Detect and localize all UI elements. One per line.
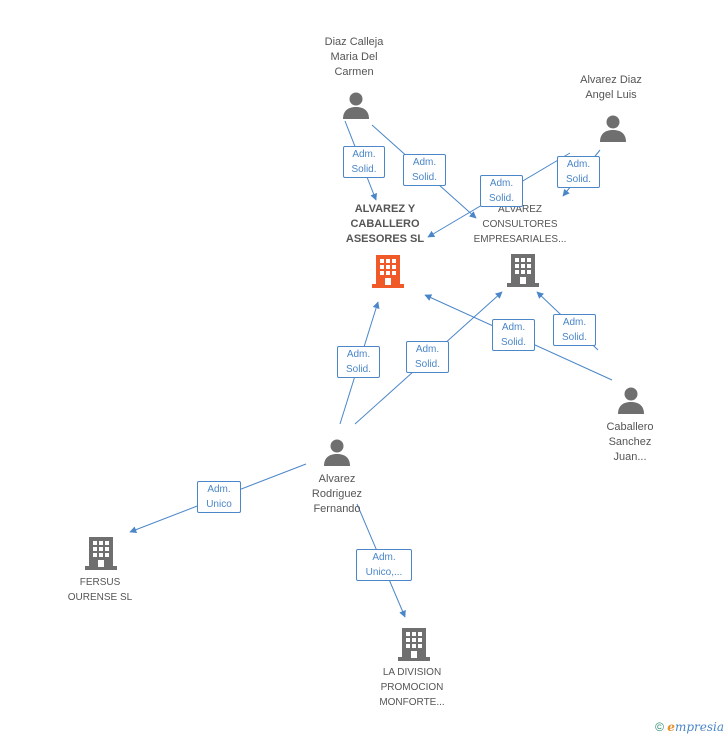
company-name-line: ALVAREZ Y	[354, 203, 416, 215]
edge-label-line: Adm.	[501, 322, 526, 333]
edge-label[interactable]: Adm. Solid.	[337, 346, 380, 378]
edge-label-line: Adm.	[207, 484, 231, 495]
person-name-line: Caballero	[606, 421, 654, 433]
edge-label[interactable]: Adm. Unico	[197, 481, 241, 513]
company-label-alvarez-consultores[interactable]: ALVAREZ CONSULTORES EMPRESARIALES...	[465, 202, 575, 247]
person-name-line: Alvarez Diaz	[580, 74, 642, 86]
focus-company-label[interactable]: ALVAREZ Y CABALLERO ASESORES SL	[330, 202, 440, 247]
person-label-alvarez-diaz[interactable]: Alvarez Diaz Angel Luis	[560, 73, 662, 103]
edge-label-line: Solid.	[488, 193, 514, 204]
edge-label-line: Solid.	[411, 172, 437, 183]
person-icon[interactable]	[598, 113, 628, 143]
company-name-line: ASESORES SL	[345, 233, 425, 245]
brand-name: mpresia	[674, 720, 724, 734]
company-name-line: FERSUS	[79, 577, 121, 588]
edge-label[interactable]: Adm. Solid.	[343, 146, 385, 178]
person-label-alvarez-rodriguez[interactable]: Alvarez Rodriguez Fernando	[292, 472, 382, 517]
company-name-line: PROMOCION	[380, 682, 444, 693]
edge-label-line: Adm.	[566, 159, 591, 170]
person-name-line: Angel Luis	[585, 89, 637, 101]
building-icon[interactable]	[398, 626, 430, 662]
company-name-line: OURENSE SL	[67, 592, 133, 603]
edge-label[interactable]: Adm. Solid.	[403, 154, 446, 186]
building-icon[interactable]	[507, 252, 539, 288]
edge-label[interactable]: Adm. Unico,...	[356, 549, 412, 581]
person-name-line: Sanchez	[608, 436, 652, 448]
building-icon[interactable]	[85, 535, 117, 571]
person-icon[interactable]	[616, 385, 646, 415]
edge-label-line: Unico,...	[365, 567, 403, 578]
company-name-line: CONSULTORES	[482, 219, 558, 230]
person-label-caballero-sanchez[interactable]: Caballero Sanchez Juan...	[585, 420, 675, 465]
edge-label-line: Solid.	[351, 164, 377, 175]
edge-label-line: Solid.	[500, 337, 526, 348]
person-name-line: Juan...	[613, 451, 647, 463]
company-name-line: ALVAREZ	[497, 204, 543, 215]
edge-label[interactable]: Adm. Solid.	[480, 175, 523, 207]
edge-label[interactable]: Adm. Solid.	[492, 319, 535, 351]
person-name-line: Carmen	[334, 66, 374, 78]
edge-label-line: Adm.	[412, 157, 437, 168]
edge-label-line: Adm.	[562, 317, 587, 328]
edge-label-line: Solid.	[345, 364, 371, 375]
brand-logo[interactable]: empresia	[667, 720, 724, 734]
building-icon-focus[interactable]	[372, 253, 404, 289]
person-icon[interactable]	[341, 90, 371, 120]
edge-label-line: Solid.	[565, 174, 591, 185]
edge-label[interactable]: Adm. Solid.	[553, 314, 596, 346]
person-name-line: Alvarez	[318, 473, 356, 485]
edge-label[interactable]: Adm. Solid.	[557, 156, 600, 188]
edge-label-line: Solid.	[561, 332, 587, 343]
person-label-diaz-calleja[interactable]: Diaz Calleja Maria Del Carmen	[300, 35, 408, 80]
edge-label-line: Adm.	[346, 349, 371, 360]
brand-initial: e	[667, 720, 675, 734]
edge-label-line: Adm.	[415, 344, 440, 355]
edge-label-line: Adm.	[489, 178, 514, 189]
copyright-icon: ©	[655, 720, 664, 734]
company-name-line: EMPRESARIALES...	[473, 234, 567, 245]
company-label-fersus[interactable]: FERSUS OURENSE SL	[50, 575, 150, 605]
company-label-la-division[interactable]: LA DIVISION PROMOCION MONFORTE...	[360, 665, 464, 710]
edge-label-line: Adm.	[352, 149, 376, 160]
person-icon[interactable]	[322, 437, 352, 467]
company-name-line: LA DIVISION	[382, 667, 442, 678]
edge-label-line: Adm.	[372, 552, 396, 563]
edge-label[interactable]: Adm. Solid.	[406, 341, 449, 373]
person-name-line: Diaz Calleja	[324, 36, 384, 48]
company-name-line: MONFORTE...	[379, 697, 445, 708]
person-name-line: Rodriguez	[311, 488, 363, 500]
edge-label-line: Unico	[206, 499, 232, 510]
brand-footer: © empresia	[655, 720, 724, 734]
company-name-line: CABALLERO	[350, 218, 420, 230]
edge-label-line: Solid.	[414, 359, 440, 370]
person-name-line: Fernando	[313, 503, 361, 515]
person-name-line: Maria Del	[330, 51, 378, 63]
